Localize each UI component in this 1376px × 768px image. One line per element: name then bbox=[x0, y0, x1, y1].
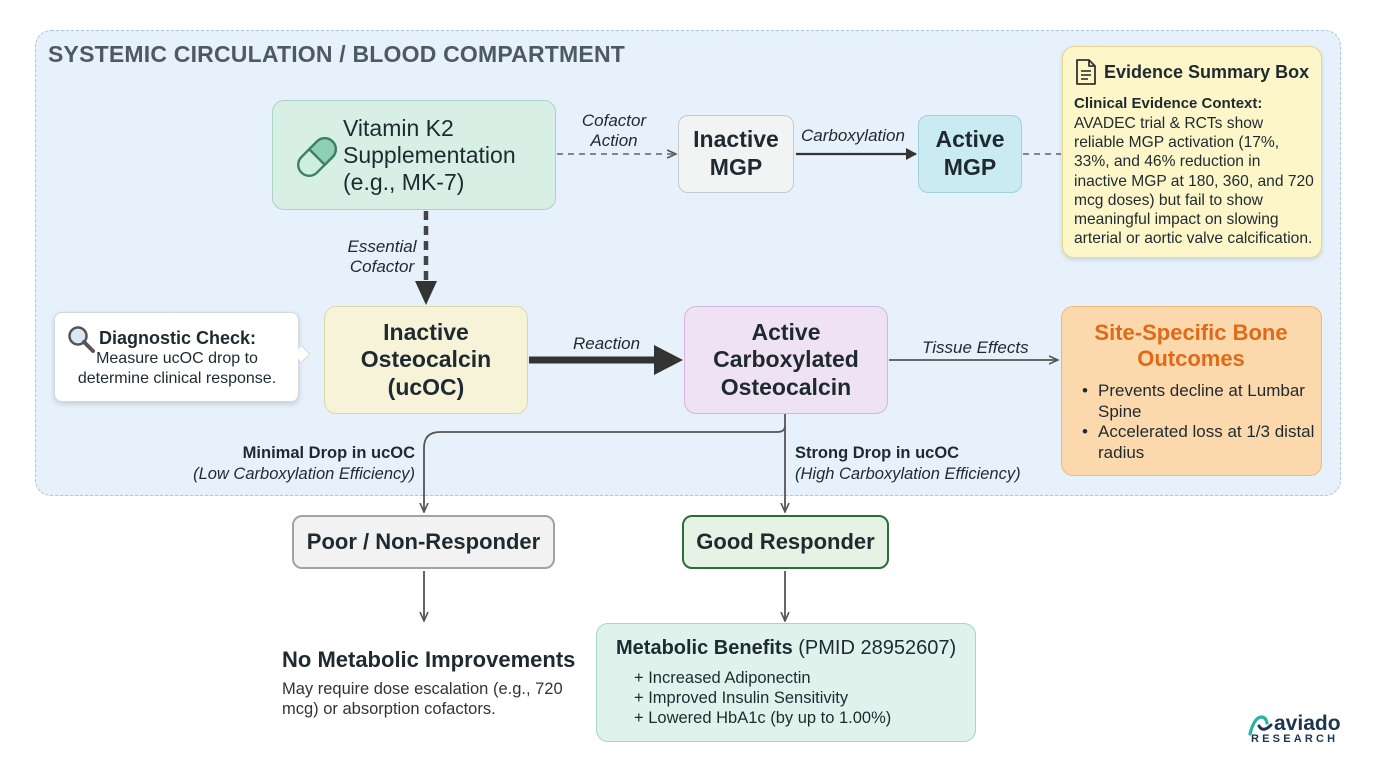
metabolic-benefits-title: Metabolic Benefits bbox=[616, 637, 793, 659]
edge-label-essential-cofactor: Essential Cofactor bbox=[347, 237, 417, 276]
edge-label-strong-drop: Strong Drop in ucOC bbox=[795, 444, 960, 462]
list-item: Prevents decline at Lumbar Spine bbox=[1080, 381, 1316, 422]
no-metabolic-title: No Metabolic Improvements bbox=[282, 647, 576, 672]
logo-wordmark: aviado bbox=[1274, 712, 1341, 735]
active-osteocalcin-node: Active Carboxylated Osteocalcin bbox=[684, 306, 888, 414]
document-icon bbox=[1076, 59, 1096, 85]
logo-subtitle: RESEARCH bbox=[1251, 733, 1339, 745]
inactive-osteocalcin-label: Inactive Osteocalcin (ucOC) bbox=[360, 318, 492, 400]
inactive-mgp-node: Inactive MGP bbox=[678, 115, 794, 193]
metabolic-benefits-heading: Metabolic Benefits (PMID 28952607) bbox=[616, 637, 956, 660]
evidence-context-label: Clinical Evidence Context: bbox=[1074, 95, 1263, 112]
magnifier-icon bbox=[68, 326, 95, 353]
compartment-title: SYSTEMIC CIRCULATION / BLOOD COMPARTMENT bbox=[48, 41, 626, 67]
diagnostic-check-callout bbox=[54, 312, 299, 402]
metabolic-benefits-list: + Increased Adiponectin + Improved Insul… bbox=[634, 668, 891, 728]
list-item: + Lowered HbA1c (by up to 1.00%) bbox=[634, 709, 892, 727]
list-item: + Increased Adiponectin bbox=[634, 669, 811, 687]
edge-minimal-drop bbox=[424, 414, 786, 512]
edge-label-tissue-effects: Tissue Effects bbox=[922, 338, 1029, 357]
list-item: + Improved Insulin Sensitivity bbox=[634, 689, 849, 707]
active-osteocalcin-label: Active Carboxylated Osteocalcin bbox=[713, 318, 859, 400]
no-metabolic-text: May require dose escalation (e.g., 720 m… bbox=[282, 680, 563, 718]
edge-label-cofactor-action: Cofactor Action bbox=[581, 111, 647, 150]
active-mgp-node: Active MGP bbox=[918, 115, 1022, 193]
good-responder-node: Good Responder bbox=[682, 515, 889, 569]
evidence-summary-text: AVADEC trial & RCTs show reliable MGP ac… bbox=[1074, 115, 1314, 248]
metabolic-benefits-box bbox=[596, 623, 976, 742]
good-responder-label: Good Responder bbox=[696, 528, 875, 554]
list-item: Accelerated loss at 1/3 distal radius bbox=[1080, 422, 1316, 463]
aviado-logo-icon bbox=[1248, 715, 1273, 736]
edge-label-strong-drop-sub: (High Carboxylation Efficiency) bbox=[795, 465, 1021, 483]
edge-essential-cofactor-arrowhead bbox=[415, 281, 437, 305]
inactive-osteocalcin-node: Inactive Osteocalcin (ucOC) bbox=[324, 306, 528, 414]
metabolic-benefits-pmid: (PMID 28952607) bbox=[798, 637, 957, 659]
poor-responder-node: Poor / Non-Responder bbox=[292, 515, 555, 569]
edge-reaction-arrowhead bbox=[654, 345, 683, 375]
evidence-summary-title: Evidence Summary Box bbox=[1104, 62, 1310, 82]
poor-responder-label: Poor / Non-Responder bbox=[306, 528, 541, 554]
evidence-summary-box bbox=[1062, 46, 1322, 258]
edge-label-carboxylation: Carboxylation bbox=[801, 126, 905, 145]
vitamin-k2-label: Vitamin K2 Supplementation (e.g., MK-7) bbox=[343, 115, 516, 195]
bone-outcomes-title: Site-Specific Bone Outcomes bbox=[1094, 320, 1288, 371]
inactive-mgp-label: Inactive MGP bbox=[693, 126, 779, 180]
bone-outcomes-list: Prevents decline at Lumbar Spine Acceler… bbox=[1080, 381, 1316, 463]
diagnostic-check-title: Diagnostic Check: bbox=[99, 328, 257, 348]
edge-label-minimal-drop-sub: (Low Carboxylation Efficiency) bbox=[193, 465, 415, 483]
edge-label-minimal-drop: Minimal Drop in ucOC bbox=[242, 444, 415, 462]
pill-icon bbox=[297, 137, 337, 177]
vitamin-k2-node: Vitamin K2 Supplementation (e.g., MK-7) bbox=[272, 100, 556, 210]
diagnostic-check-text: Measure ucOC drop to determine clinical … bbox=[77, 350, 277, 387]
edge-label-reaction: Reaction bbox=[573, 334, 641, 353]
active-mgp-label: Active MGP bbox=[935, 126, 1005, 180]
